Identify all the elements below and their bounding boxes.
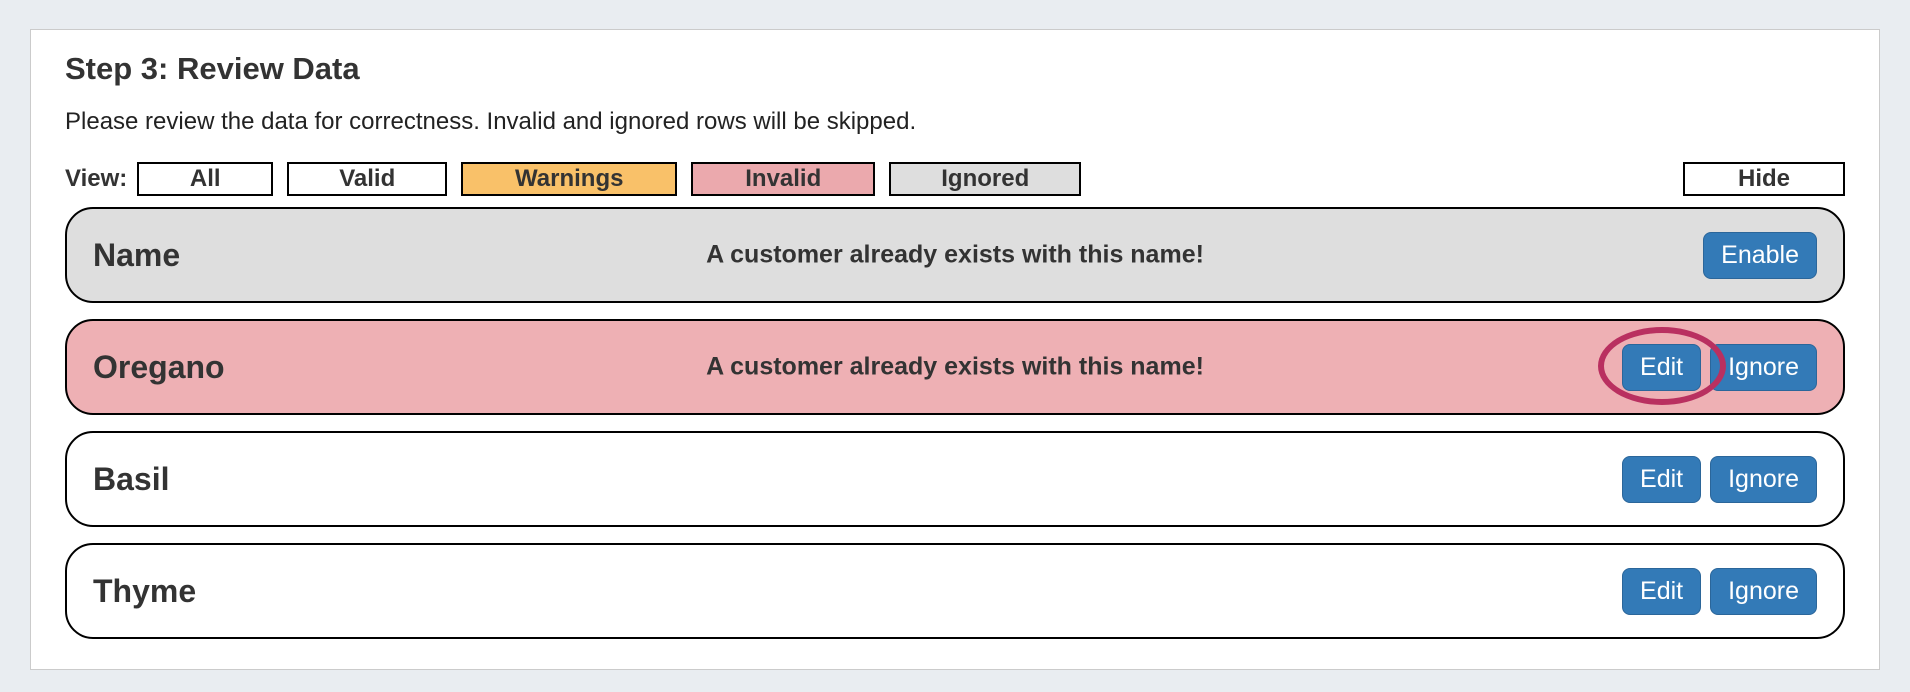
ignore-button-basil[interactable]: Ignore [1710, 455, 1817, 503]
filter-invalid-button[interactable]: Invalid [691, 162, 876, 197]
hide-button[interactable]: Hide [1683, 162, 1845, 197]
row-oregano: Oregano A customer already exists with t… [65, 319, 1845, 416]
row-basil: Basil Edit Ignore [65, 431, 1845, 528]
row-oregano-actions: Edit Ignore [1597, 327, 1817, 406]
filter-bar: View: All Valid Warnings Invalid Ignored… [65, 162, 1845, 197]
filter-valid-button[interactable]: Valid [287, 162, 448, 197]
row-thyme-label: Thyme [93, 572, 197, 609]
filter-ignored-button[interactable]: Ignored [889, 162, 1082, 197]
filter-warnings-button[interactable]: Warnings [461, 162, 678, 197]
row-basil-actions: Edit Ignore [1622, 455, 1817, 503]
ignore-button-thyme[interactable]: Ignore [1710, 567, 1817, 615]
row-name-actions: Enable [1703, 231, 1817, 279]
review-data-panel: Step 3: Review Data Please review the da… [30, 29, 1880, 670]
row-name-label: Name [93, 236, 181, 273]
row-name: Name A customer already exists with this… [65, 207, 1845, 304]
row-thyme-actions: Edit Ignore [1622, 567, 1817, 615]
edit-button-thyme[interactable]: Edit [1622, 567, 1702, 615]
edit-button-basil[interactable]: Edit [1622, 455, 1702, 503]
view-label: View: [65, 165, 128, 193]
page-title: Step 3: Review Data [65, 51, 360, 86]
review-rows: Name A customer already exists with this… [65, 207, 1845, 640]
row-name-message: A customer already exists with this name… [706, 240, 1204, 269]
row-basil-label: Basil [93, 460, 170, 497]
row-thyme: Thyme Edit Ignore [65, 543, 1845, 640]
row-oregano-label: Oregano [93, 348, 225, 385]
page-subtitle: Please review the data for correctness. … [65, 108, 917, 136]
edit-button-oregano-wrap: Edit [1597, 327, 1726, 406]
ignore-button-oregano[interactable]: Ignore [1710, 343, 1817, 391]
enable-button-name[interactable]: Enable [1703, 231, 1817, 279]
edit-button-oregano[interactable]: Edit [1622, 343, 1702, 391]
filter-all-button[interactable]: All [137, 162, 274, 197]
row-oregano-message: A customer already exists with this name… [706, 352, 1204, 381]
